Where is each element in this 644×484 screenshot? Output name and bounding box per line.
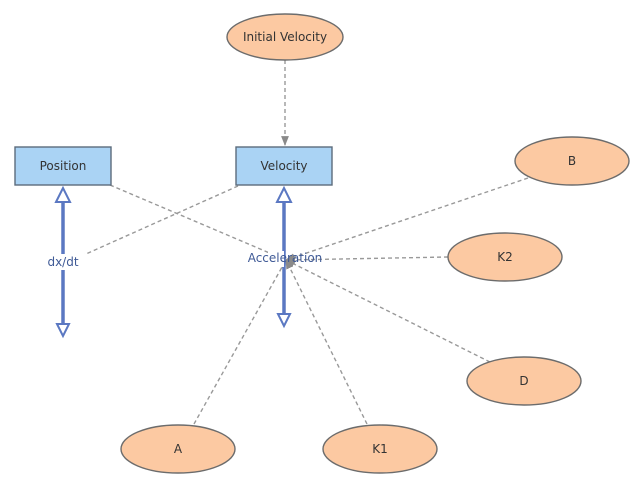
variable-oval	[120, 424, 236, 474]
link-velocity-to-dx-dt	[67, 185, 239, 263]
link-k2-to-acceleration	[285, 255, 449, 264]
flow-label-acceleration: Acceleration	[248, 251, 323, 265]
variable-label-b: B	[568, 154, 576, 168]
variable-d[interactable]: D	[466, 356, 582, 406]
link-d-to-acceleration	[285, 259, 491, 363]
link-b-to-acceleration	[285, 177, 529, 261]
stock-box	[235, 146, 333, 186]
flow-dx-dt[interactable]: dx/dt	[40, 185, 88, 339]
stock-velocity[interactable]: Velocity	[235, 146, 333, 186]
variable-label-k2: K2	[497, 250, 513, 264]
causal-links	[67, 60, 529, 425]
variable-label-d: D	[519, 374, 528, 388]
stock-position[interactable]: Position	[14, 146, 112, 186]
flow-arrow-up-icon	[275, 185, 293, 203]
link-k1-to-acceleration	[285, 259, 368, 425]
variable-oval	[322, 424, 438, 474]
stock-box	[14, 146, 112, 186]
flow-arrow-down-icon	[55, 323, 71, 339]
link-position-to-acceleration	[109, 184, 287, 261]
variable-label-initial-velocity: Initial Velocity	[243, 30, 327, 44]
variable-oval	[514, 136, 630, 186]
variable-oval	[226, 13, 344, 61]
variable-a[interactable]: A	[120, 424, 236, 474]
stock-label-velocity: Velocity	[260, 159, 307, 173]
variable-oval	[466, 356, 582, 406]
link-a-to-acceleration	[193, 259, 287, 425]
variable-oval	[447, 232, 563, 282]
variable-k1[interactable]: K1	[322, 424, 438, 474]
variable-label-a: A	[174, 442, 183, 456]
variable-initial-velocity[interactable]: Initial Velocity	[226, 13, 344, 61]
flow-arrow-down-icon	[276, 313, 292, 329]
variable-k2[interactable]: K2	[447, 232, 563, 282]
flow-label-bg	[268, 251, 284, 267]
variable-b[interactable]: B	[514, 136, 630, 186]
flow-acceleration[interactable]: Acceleration	[248, 185, 323, 329]
flow-arrow-up-icon	[54, 185, 72, 203]
flow-label-dx-dt: dx/dt	[47, 255, 78, 269]
stock-label-position: Position	[40, 159, 87, 173]
flow-label-bg	[40, 254, 88, 270]
variable-label-k1: K1	[372, 442, 388, 456]
